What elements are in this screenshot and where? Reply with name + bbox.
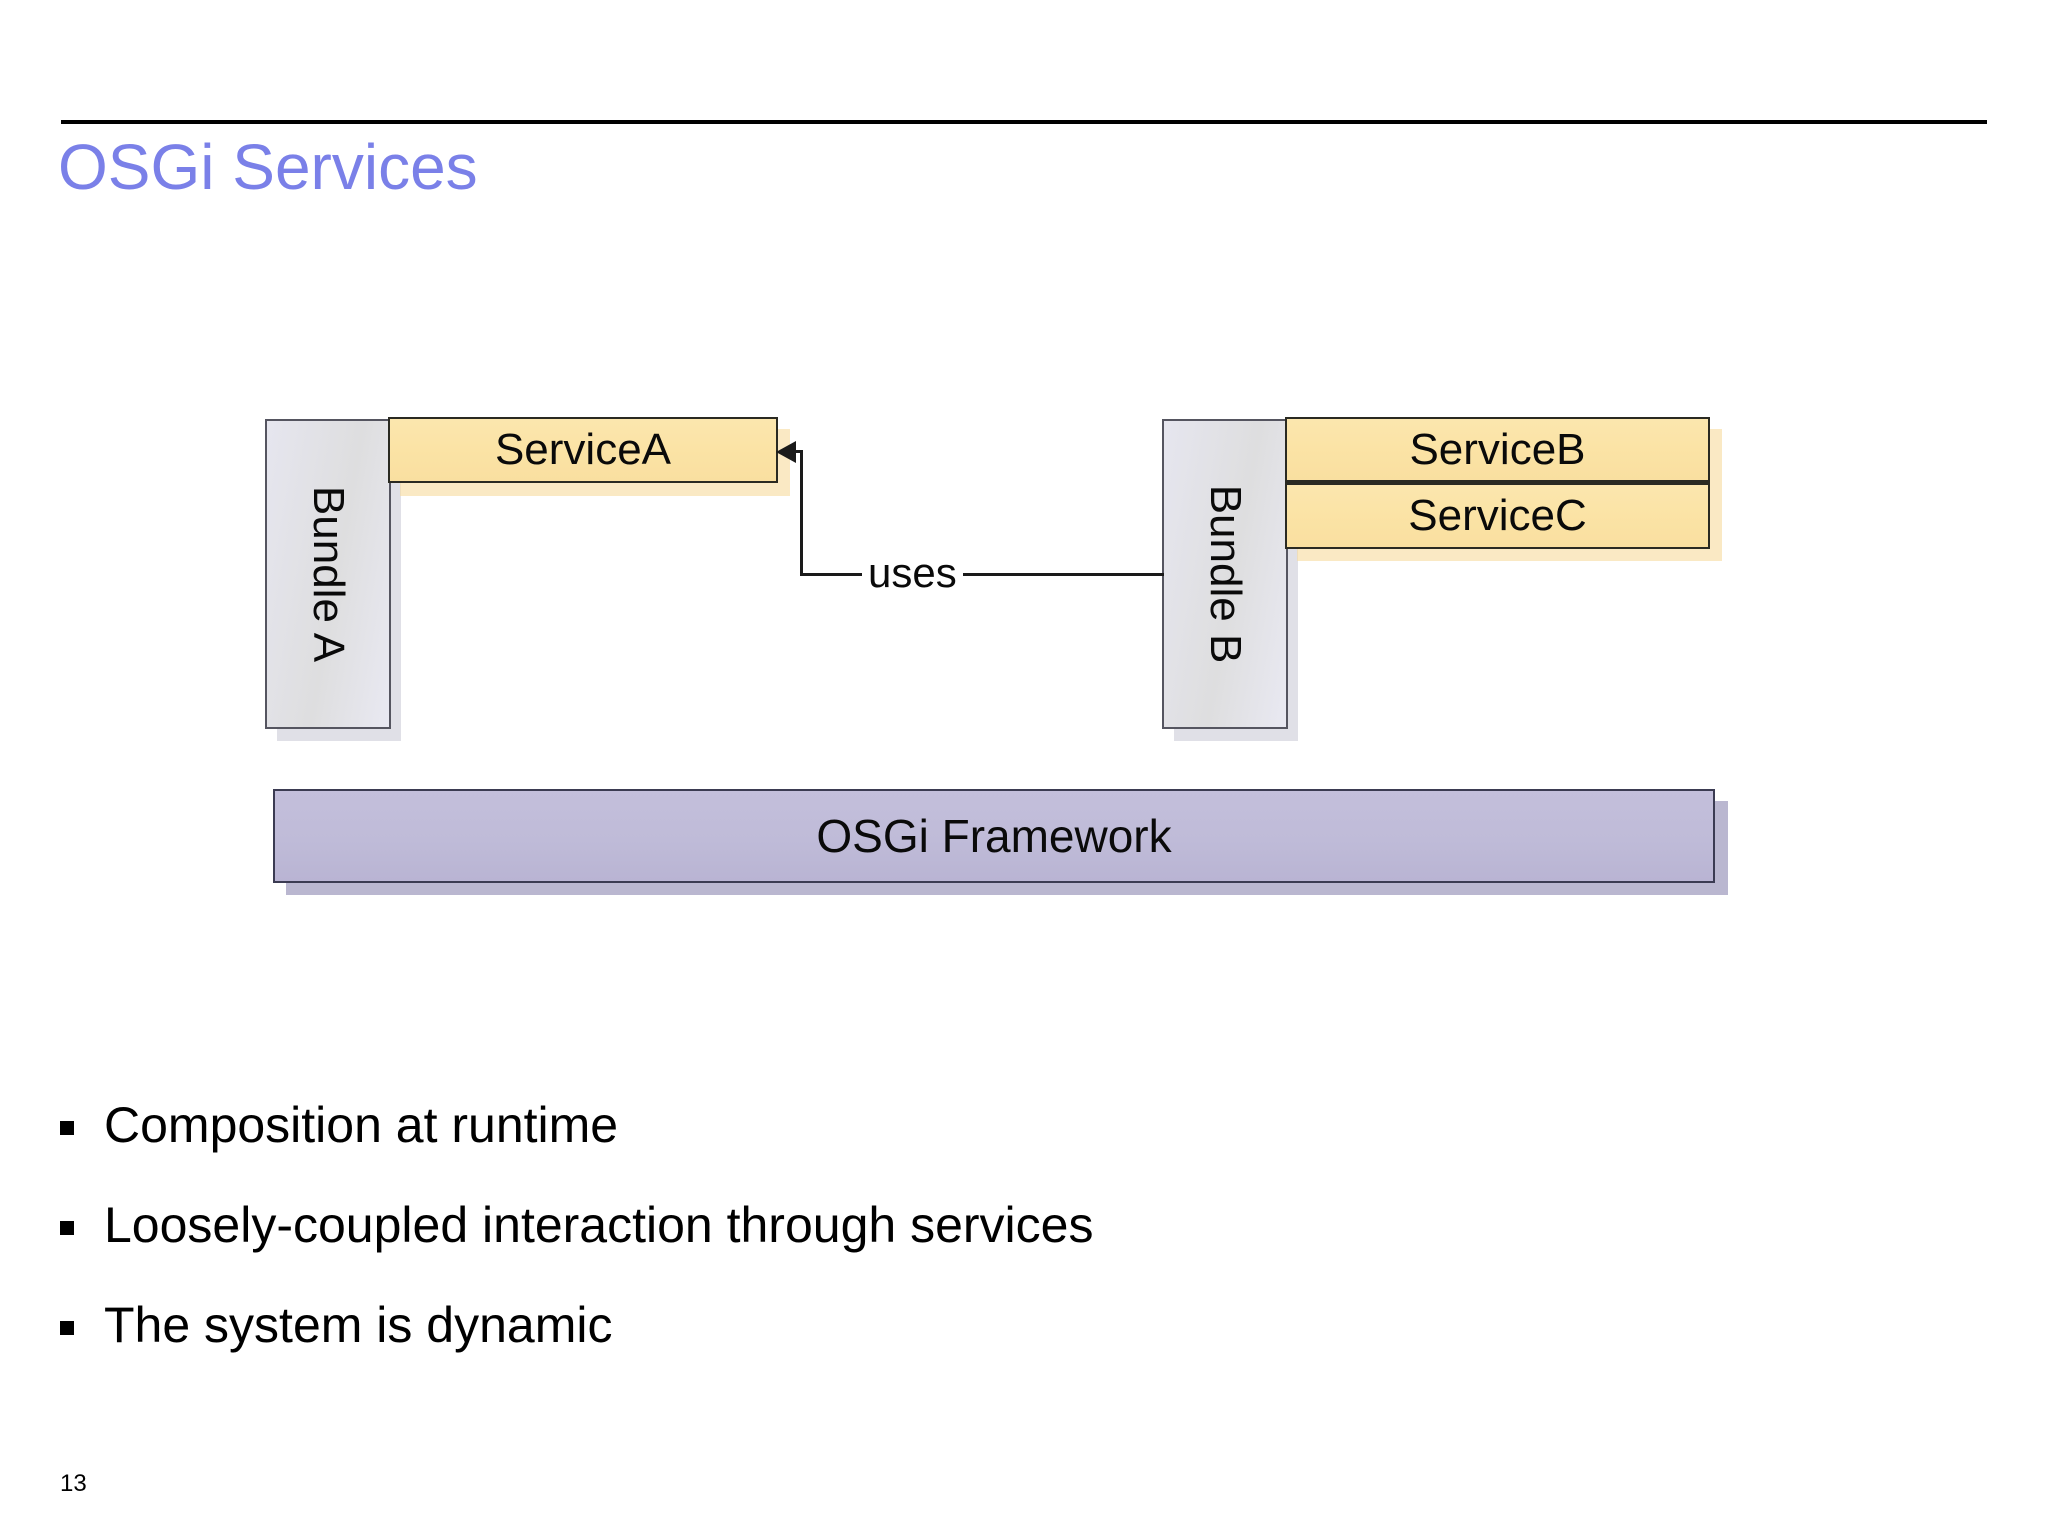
bullet-square-icon: [60, 1121, 74, 1135]
service-c-label: ServiceC: [1408, 491, 1587, 540]
page-title: OSGi Services: [58, 131, 478, 203]
list-item: Composition at runtime: [60, 1095, 1560, 1155]
bullet-text: Composition at runtime: [104, 1097, 619, 1153]
bullet-square-icon: [60, 1221, 74, 1235]
osgi-services-diagram: Bundle A ServiceA Bundle B ServiceB Serv…: [265, 417, 1728, 895]
framework-box[interactable]: OSGi Framework: [273, 789, 1715, 883]
bundle-a-label: Bundle A: [304, 485, 353, 663]
service-a-label: ServiceA: [494, 425, 672, 474]
service-a-box[interactable]: ServiceA: [388, 417, 778, 483]
list-item: The system is dynamic: [60, 1295, 1560, 1355]
service-b-label: ServiceB: [1409, 424, 1586, 474]
uses-connector-arrow-stem: [795, 450, 803, 453]
bullet-text: The system is dynamic: [104, 1297, 613, 1353]
bullet-list: Composition at runtime Loosely-coupled i…: [60, 1095, 1560, 1395]
service-c-box[interactable]: ServiceC: [1285, 483, 1710, 549]
uses-connector-arrowhead-icon: [776, 441, 796, 463]
bullet-text: Loosely-coupled interaction through serv…: [104, 1197, 1094, 1253]
bundle-b-box[interactable]: Bundle B: [1162, 419, 1288, 729]
service-b-box[interactable]: ServiceB: [1285, 417, 1710, 483]
page-number: 13: [60, 1470, 87, 1497]
uses-connector-label: uses: [862, 549, 963, 597]
uses-connector-vertical: [800, 450, 803, 576]
title-divider-rule: [61, 120, 1987, 124]
bundle-a-box[interactable]: Bundle A: [265, 419, 391, 729]
bullet-square-icon: [60, 1321, 74, 1335]
framework-label: OSGi Framework: [816, 810, 1172, 862]
bundle-b-label: Bundle B: [1201, 484, 1250, 664]
uses-connector-horizontal: [800, 573, 1164, 576]
list-item: Loosely-coupled interaction through serv…: [60, 1195, 1560, 1255]
